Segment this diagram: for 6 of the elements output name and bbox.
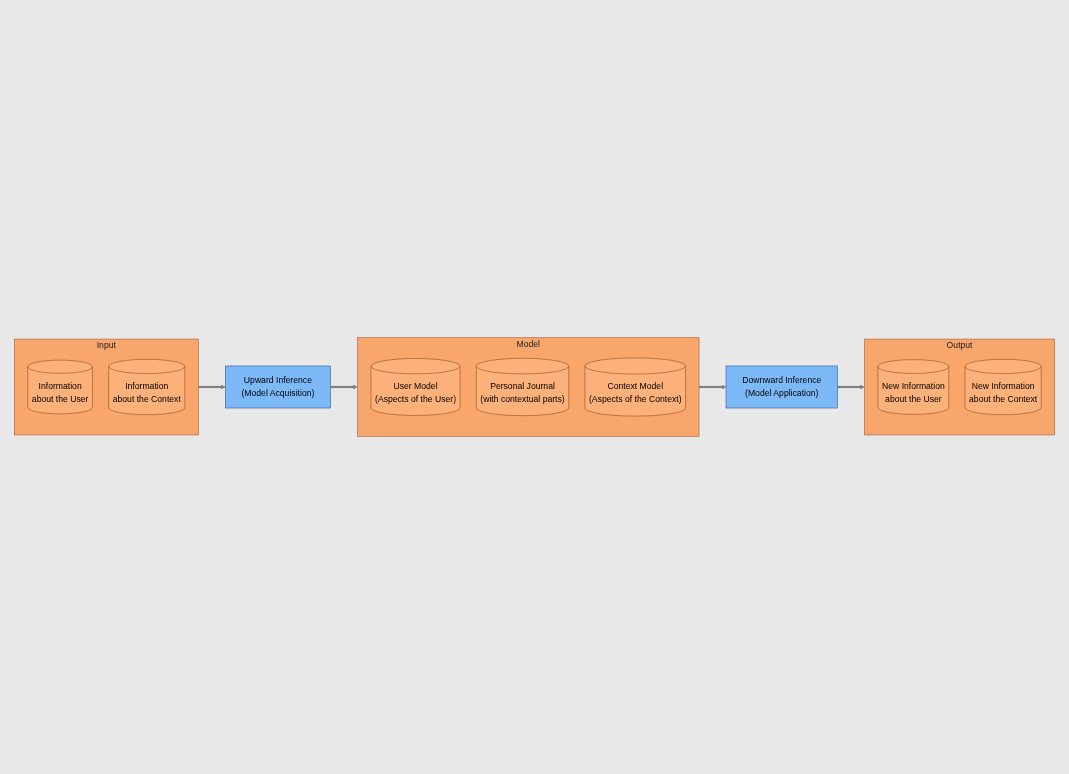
arrow: [837, 384, 865, 390]
node-box: Downward Inference (Model Application): [725, 365, 838, 409]
arrow: [699, 384, 727, 390]
arrow: [198, 384, 226, 390]
arrow: [330, 384, 358, 390]
node-box: Upward Inference (Model Acquisition): [225, 365, 331, 409]
